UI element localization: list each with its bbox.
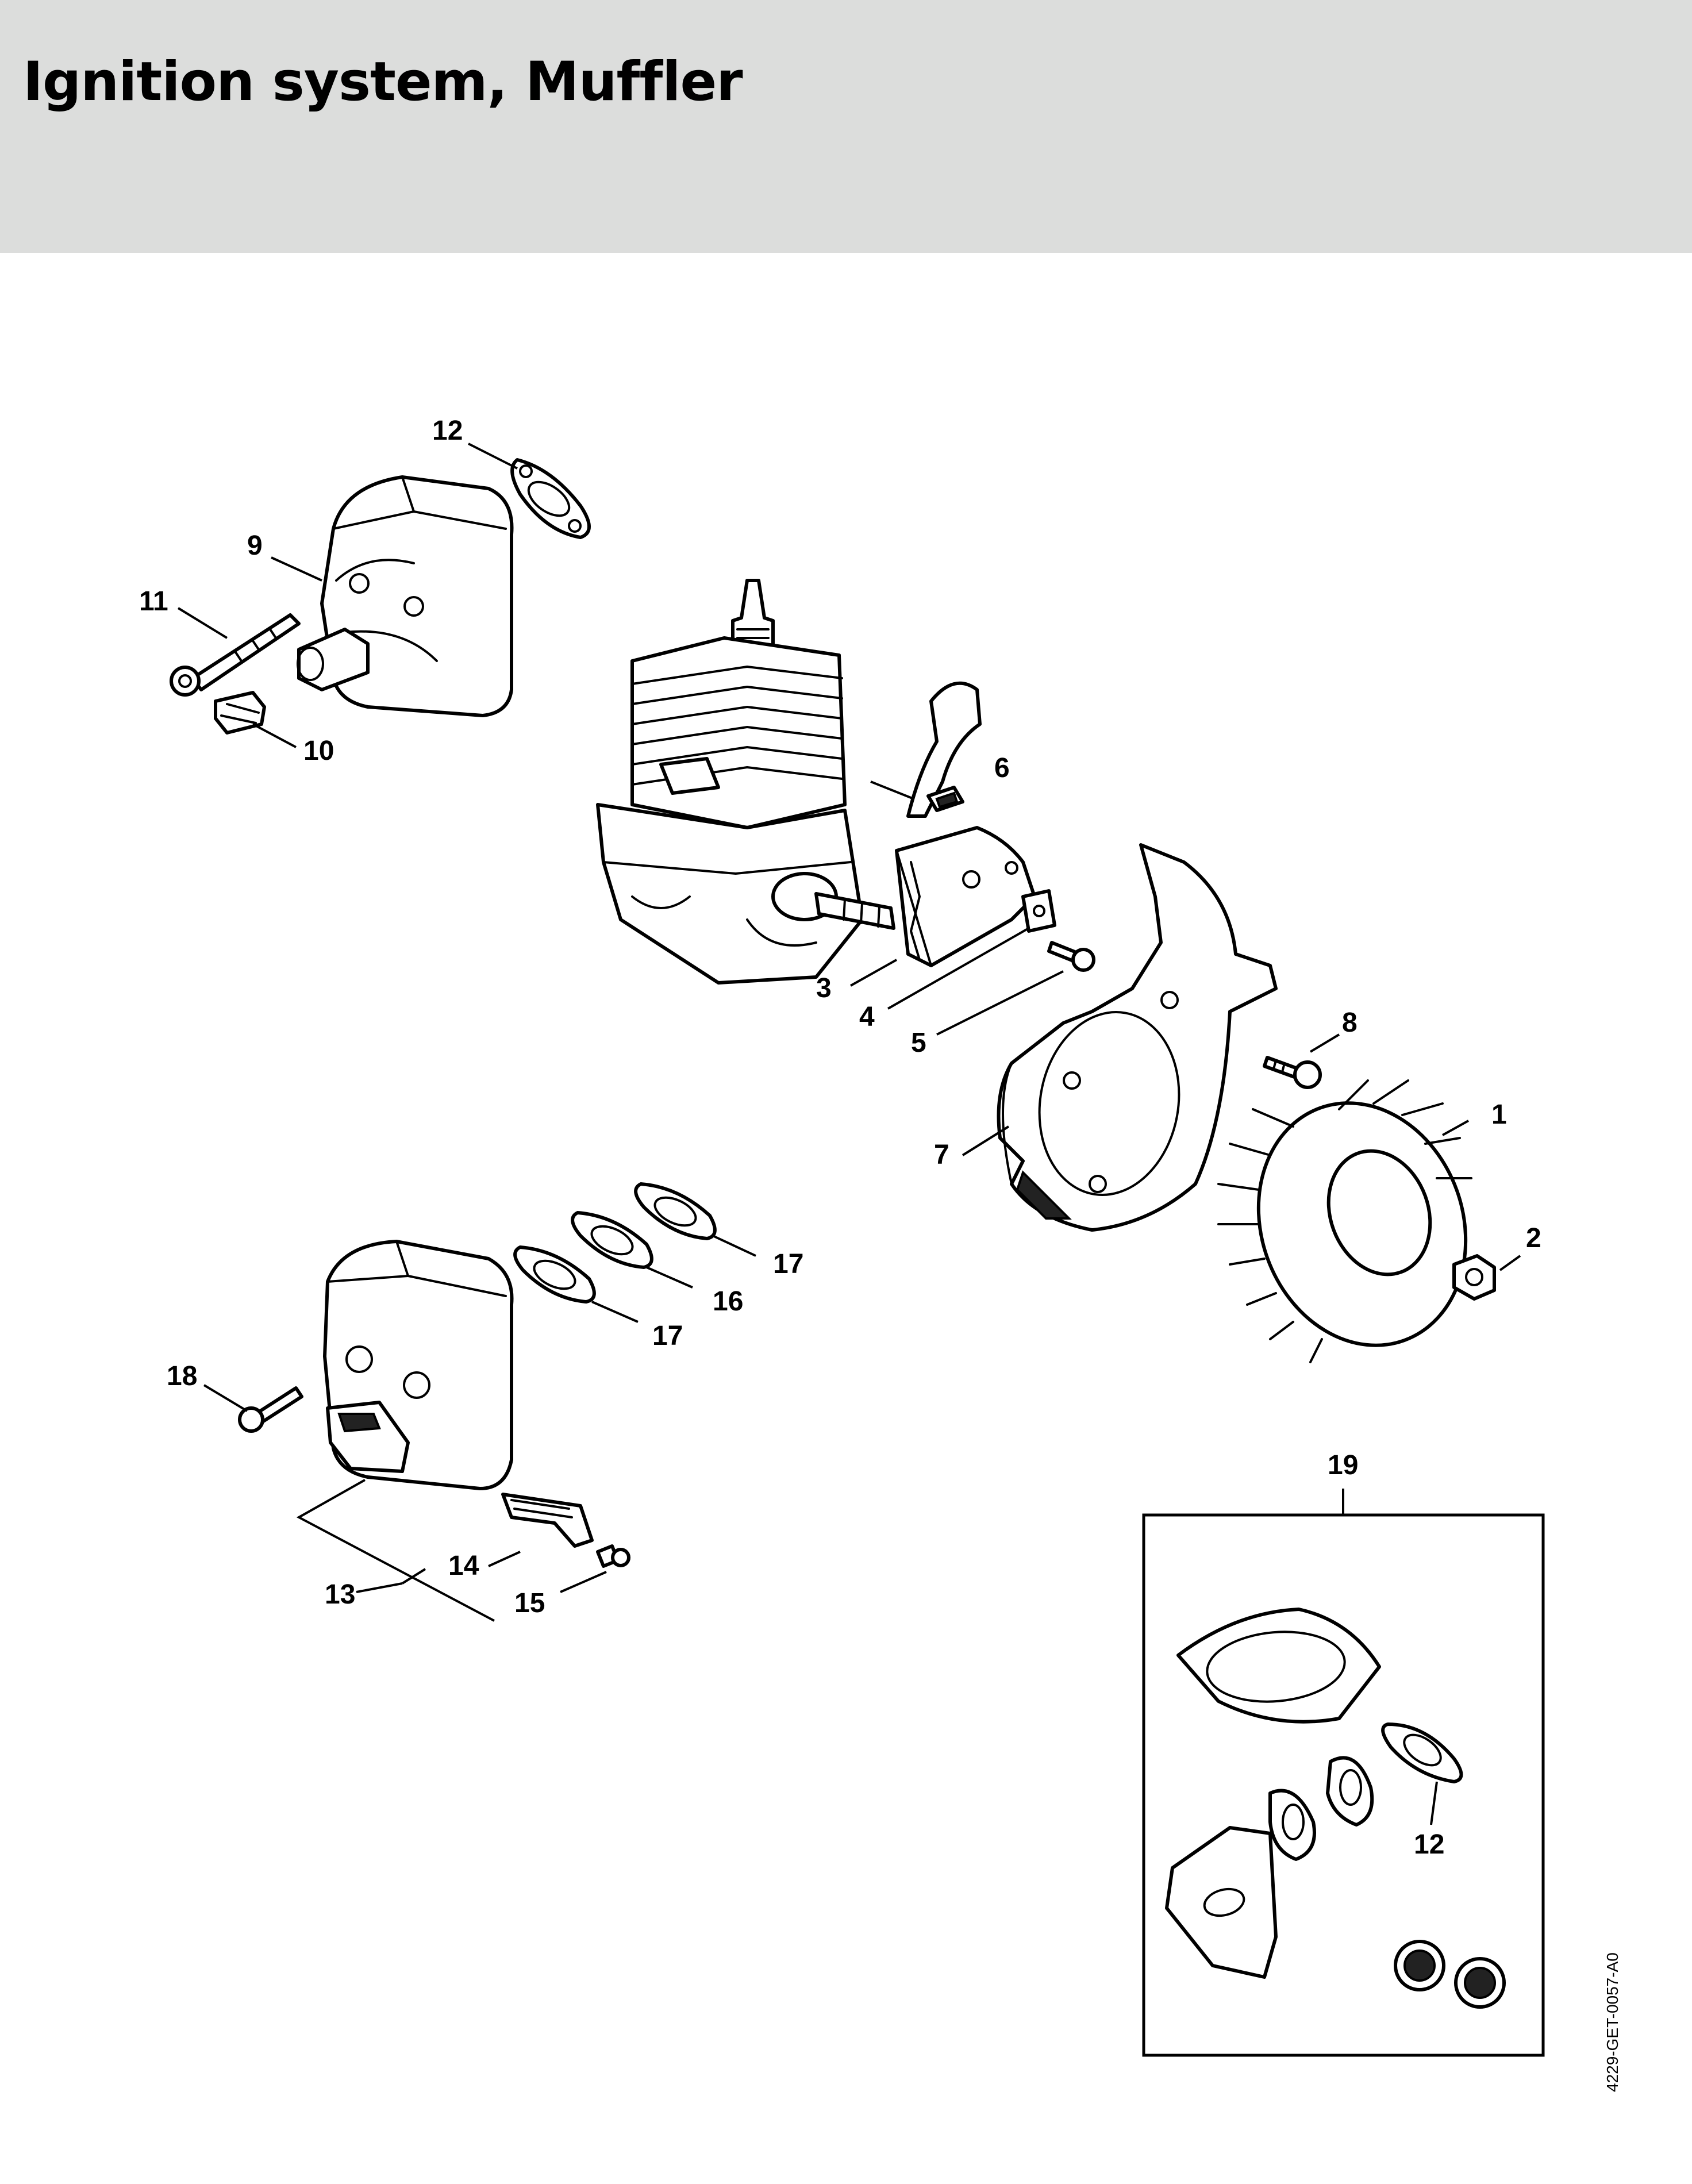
assembly-bracket-13 bbox=[296, 1479, 495, 1622]
ignition-module-3 bbox=[895, 681, 1036, 967]
screw-11 bbox=[170, 613, 301, 697]
leader-lines bbox=[177, 443, 1521, 1825]
callout-1: 1 bbox=[1491, 1099, 1507, 1130]
spark-arrestor-10 bbox=[214, 691, 266, 735]
muffler-9 bbox=[297, 475, 514, 717]
callout-12-kit: 12 bbox=[1414, 1829, 1444, 1860]
callout-17-upper: 17 bbox=[773, 1249, 803, 1279]
callout-11: 11 bbox=[139, 586, 168, 617]
engine-block bbox=[596, 579, 895, 985]
gasket-kit-19 bbox=[1142, 1489, 1545, 2057]
callout-15: 15 bbox=[514, 1588, 545, 1618]
muffler-gasket-12 bbox=[510, 458, 591, 539]
page-title: Ignition system, Muffler bbox=[23, 51, 743, 113]
gasket-17-lower bbox=[513, 1245, 596, 1304]
callout-6: 6 bbox=[994, 753, 1010, 783]
callout-8: 8 bbox=[1342, 1008, 1358, 1038]
screw-15 bbox=[596, 1544, 630, 1568]
callout-4: 4 bbox=[859, 1002, 875, 1032]
callout-19: 19 bbox=[1328, 1450, 1358, 1481]
callout-3: 3 bbox=[816, 973, 832, 1003]
callout-7: 7 bbox=[934, 1140, 949, 1170]
callout-5: 5 bbox=[911, 1028, 926, 1058]
gasket-16 bbox=[571, 1211, 653, 1269]
callout-2: 2 bbox=[1526, 1223, 1541, 1254]
figure-code: 4229-GET-0057-A0 bbox=[1603, 1952, 1621, 2092]
flywheel-1 bbox=[1217, 1079, 1472, 1363]
muffler-13 bbox=[323, 1240, 514, 1490]
gasket-17-upper bbox=[634, 1182, 717, 1240]
callout-10: 10 bbox=[303, 736, 334, 766]
callout-18: 18 bbox=[167, 1361, 197, 1391]
wire-clip-6 bbox=[926, 786, 964, 812]
callout-14: 14 bbox=[448, 1551, 479, 1581]
callout-13: 13 bbox=[325, 1579, 355, 1610]
spacer-4 bbox=[1021, 889, 1056, 933]
header-band: Ignition system, Muffler bbox=[0, 0, 1692, 253]
heat-shield-14 bbox=[501, 1493, 594, 1548]
screw-5 bbox=[1047, 941, 1095, 972]
callout-12-top: 12 bbox=[432, 416, 463, 446]
fan-housing-7 bbox=[997, 843, 1278, 1232]
nut-2 bbox=[1452, 1254, 1496, 1301]
screw-8 bbox=[1263, 1056, 1322, 1089]
screw-18 bbox=[238, 1386, 303, 1433]
callout-16: 16 bbox=[713, 1286, 743, 1317]
callout-17-lower: 17 bbox=[652, 1321, 683, 1351]
callout-9: 9 bbox=[247, 530, 263, 561]
